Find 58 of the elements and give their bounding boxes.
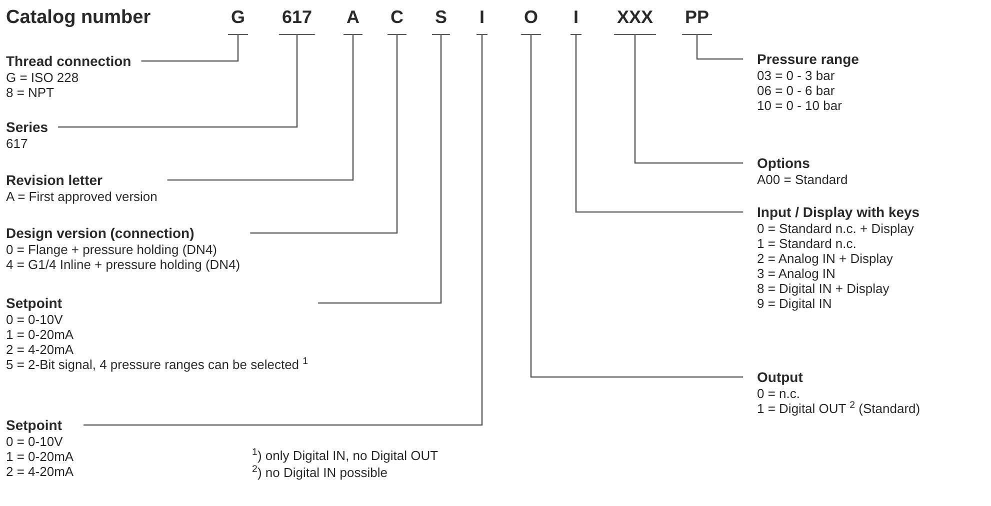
code-character: XXX [614,6,656,35]
leader-line [575,35,743,213]
option-text: A00 = Standard [757,172,848,187]
code-character: S [432,6,450,35]
leader-line [696,35,743,60]
code-character: I [570,6,582,35]
option-text: 2 = Analog IN + Display [757,251,894,266]
option-heading: Thread connection [6,52,132,70]
option-text: 10 = 0 - 10 bar [757,98,843,113]
code-character: 617 [278,6,316,35]
option-text: 0 = Standard n.c. + Display [757,221,915,236]
option-text: 8 = Digital IN + Display [757,281,890,296]
option-heading: Setpoint [6,416,63,434]
option-text: A = First approved version [6,189,158,204]
option-heading: Setpoint [6,294,63,312]
option-text: 1 = 0-20mA [6,449,74,464]
footnote: $^{2}$) no Digital IN possible [252,464,388,481]
option-text: 9 = Digital IN [757,296,833,311]
option-heading: Options [757,154,811,172]
option-heading: Design version (connection) [6,224,196,242]
option-text: 617 [6,136,29,151]
option-text: 1 = Digital OUT $^{2}$ (Standard) [757,401,920,416]
leader-line [141,35,239,62]
option-heading: Revision letter [6,171,104,189]
code-character: A [344,6,362,35]
option-heading: Series [6,118,48,136]
code-character: O [521,6,541,35]
option-text: 0 = n.c. [757,386,801,401]
option-text: 1 = Standard n.c. [757,236,858,251]
option-heading: Pressure range [757,50,859,68]
option-text: 03 = 0 - 3 bar [757,68,836,83]
option-heading: Output [757,368,804,386]
code-character: G [228,6,248,35]
option-text: 0 = 0-10V [6,312,64,327]
option-text: G = ISO 228 [6,70,80,85]
code-character: PP [682,6,712,35]
option-text: 5 = 2-Bit signal, 4 pressure ranges can be selected $^{1}$ [6,357,308,372]
option-text: 3 = Analog IN [757,266,836,281]
leader-line [58,35,298,128]
option-text: 0 = 0-10V [6,434,64,449]
leader-line [167,35,354,181]
title: Catalog number [6,6,151,30]
leader-line [530,35,743,378]
option-text: 0 = Flange + pressure holding (DN4) [6,242,218,257]
leader-line [250,35,398,234]
option-text: 8 = NPT [6,85,56,100]
option-text: 2 = 4-20mA [6,464,74,479]
code-character: I [476,6,488,35]
option-text: 2 = 4-20mA [6,342,75,357]
leader-line [84,35,483,426]
code-character: C [388,6,406,35]
option-heading: Input / Display with keys [757,203,920,221]
option-text: 1 = 0-20mA [6,327,75,342]
footnote: $^{1}$) only Digital IN, no Digital OUT [252,447,438,464]
option-text: 06 = 0 - 6 bar [757,83,836,98]
leader-line [634,35,743,164]
leader-line [318,35,442,304]
option-text: 4 = G1/4 Inline + pressure holding (DN4) [6,257,240,272]
